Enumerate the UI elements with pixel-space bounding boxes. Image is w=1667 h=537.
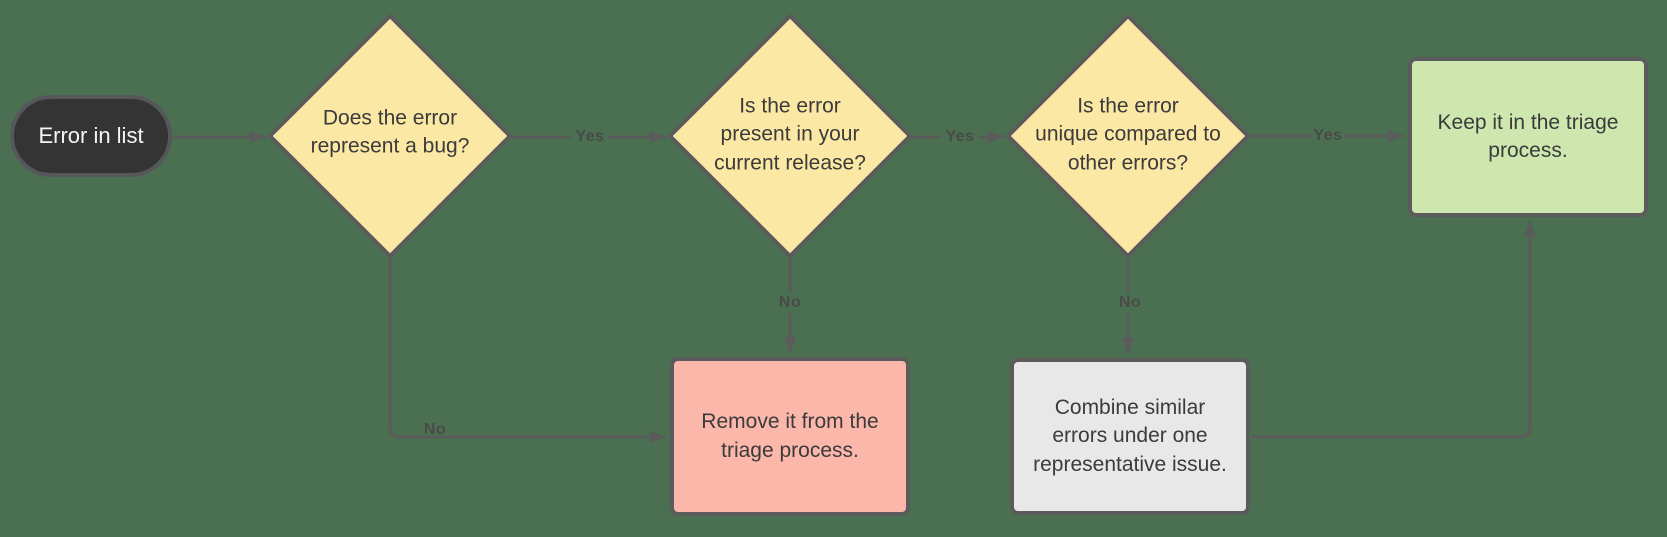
decision-release-label: Is the error present in your current rel… <box>714 94 866 175</box>
edge-label-unique-yes: Yes <box>1309 126 1347 146</box>
decision-bug-label: Does the error represent a bug? <box>310 106 470 158</box>
start-node: Error in list <box>10 95 172 177</box>
remove-node-label: Remove it from the triage process. <box>701 410 879 462</box>
combine-node: Combine similar errors under one represe… <box>1010 358 1250 515</box>
decision-unique-label: Is the error unique compared to other er… <box>1035 94 1221 175</box>
combine-node-label: Combine similar errors under one represe… <box>1033 395 1227 476</box>
decision-bug-shape <box>268 14 512 258</box>
edge-label-bug-no: No <box>423 421 447 438</box>
edge-label-unique-no: No <box>1114 293 1146 313</box>
decision-release-shape <box>668 14 912 258</box>
edge-label-bug-yes: Yes <box>571 127 609 147</box>
keep-node-label: Keep it in the triage process. <box>1437 110 1619 162</box>
start-node-label: Error in list <box>38 123 144 148</box>
edge-label-release-no: No <box>774 293 806 313</box>
edge-label-release-yes: Yes <box>941 127 979 147</box>
decision-unique-shape <box>1006 14 1250 258</box>
edge-bug-no-to-remove <box>388 256 666 443</box>
edge-combine-to-keep <box>1252 221 1536 439</box>
keep-node: Keep it in the triage process. <box>1408 57 1648 217</box>
remove-node: Remove it from the triage process. <box>670 357 910 516</box>
